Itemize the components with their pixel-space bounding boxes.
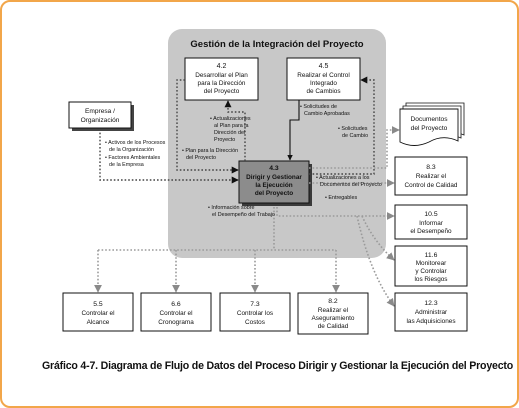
process-8-3-number: 8.3 — [426, 164, 436, 171]
label-activos-2: de la Organización — [109, 147, 154, 153]
process-4-2-line1: Desarrollar el Plan — [195, 72, 248, 79]
flow-to-12-3 — [356, 215, 395, 307]
label-sol-aprob-1: • Solicitudes de — [300, 104, 337, 110]
process-4-3-box[interactable]: 4.3 Dirigir y Gestionar la Ejecución del… — [238, 160, 312, 206]
enterprise-line2: Organización — [81, 117, 120, 124]
process-7-3-line1: Controlar los — [237, 310, 273, 317]
process-4-2-line3: del Proyecto — [204, 88, 240, 95]
label-act-plan-3: Dirección del — [214, 130, 245, 136]
label-entregables: • Entregables — [325, 195, 357, 201]
process-6-6-number: 6.6 — [171, 301, 181, 308]
flow-4-3-to-4-5 — [309, 76, 375, 175]
process-8-3-line2: Control de Calidad — [405, 182, 458, 189]
process-12-3-line1: Administrar — [415, 309, 448, 316]
process-4-2-line2: para la Dirección — [198, 80, 246, 87]
process-8-2-box[interactable]: 8.2 Realizar el Aseguramiento de Calidad — [297, 292, 369, 335]
process-8-2-line2: Aseguramiento — [312, 315, 355, 322]
process-6-6-line2: Cronograma — [158, 319, 194, 326]
process-8-2-line3: de Calidad — [318, 323, 349, 330]
label-info-1: • Información sobre — [208, 205, 255, 211]
process-8-3-box[interactable]: 8.3 Realizar el Control de Calidad — [394, 156, 468, 196]
label-sol-aprob-2: Cambio Aprobadas — [304, 111, 350, 117]
process-11-6-line3: los Riesgos — [414, 276, 447, 283]
process-4-3-line1: Dirigir y Gestionar — [246, 174, 302, 181]
process-4-3-line3: del Proyecto — [255, 190, 293, 197]
process-7-3-box[interactable]: 7.3 Controlar los Costos — [219, 292, 291, 332]
process-8-2-line1: Realizar el — [318, 307, 348, 314]
process-5-5-number: 5.5 — [93, 301, 103, 308]
process-12-3-box[interactable]: 12.3 Administrar las Adquisiciones — [394, 292, 468, 332]
label-act-plan-2: al Plan para la — [214, 123, 248, 129]
flow-to-bottom-row — [98, 207, 336, 251]
flow-enterprise-to-4-3 — [99, 129, 239, 184]
process-11-6-number: 11.6 — [425, 252, 438, 259]
process-8-3-line1: Realizar el — [416, 173, 446, 180]
process-5-5-line1: Controlar el — [81, 310, 114, 317]
process-5-5-box[interactable]: 5.5 Controlar el Alcance — [62, 292, 134, 332]
process-4-2-number: 4.2 — [217, 63, 227, 70]
process-4-3-number: 4.3 — [269, 165, 279, 172]
process-6-6-box[interactable]: 6.6 Controlar el Cronograma — [140, 292, 212, 332]
label-act-plan-1: • Actualizaciones — [210, 116, 251, 122]
label-factores-2: de la Empresa — [109, 162, 144, 168]
label-plan-2: del Proyecto — [186, 155, 216, 161]
label-act-plan-4: Proyecto — [214, 137, 235, 143]
process-4-2-box[interactable]: 4.2 Desarrollar el Plan para la Direcció… — [184, 57, 259, 101]
enterprise-organization-box[interactable]: Empresa / Organización — [68, 101, 134, 131]
process-4-5-line3: de Cambios — [306, 88, 340, 95]
process-7-3-number: 7.3 — [250, 301, 260, 308]
process-4-5-line2: Integrado — [310, 80, 337, 87]
process-11-6-box[interactable]: 11.6 Monitorear y Controlar los Riesgos — [394, 245, 468, 287]
process-11-6-line2: y Controlar — [415, 268, 447, 275]
label-factores-1: • Factores Ambientales — [105, 155, 161, 161]
process-10-5-box[interactable]: 10.5 Informar el Desempeño — [394, 204, 468, 240]
process-12-3-line2: las Adquisiciones — [406, 318, 455, 325]
process-4-5-line1: Realizar el Control — [297, 72, 350, 79]
process-4-5-box[interactable]: 4.5 Realizar el Control Integrado de Cam… — [286, 57, 361, 101]
label-act-docs-2: Documentos del Proyecto — [320, 182, 382, 188]
process-7-3-line2: Costos — [245, 319, 265, 326]
project-documents-line1: Documentos — [410, 116, 448, 123]
process-10-5-line2: el Desempeño — [410, 228, 452, 235]
flow-to-11-6 — [361, 215, 395, 261]
process-12-3-number: 12.3 — [424, 300, 437, 307]
process-4-5-number: 4.5 — [319, 63, 329, 70]
flow-4-5-to-4-3 — [287, 100, 300, 161]
project-documents-line2: del Proyecto — [411, 125, 448, 132]
process-10-5-line1: Informar — [419, 220, 444, 227]
label-activos-1: • Activos de los Procesos — [105, 140, 166, 146]
label-info-2: el Desempeño del Trabajo — [212, 212, 275, 218]
label-sol-cambio-1: • Solicitudes — [338, 126, 368, 132]
process-10-5-number: 10.5 — [424, 211, 437, 218]
process-8-2-number: 8.2 — [328, 298, 338, 305]
process-4-3-line2: la Ejecución — [255, 182, 292, 189]
process-5-5-line2: Alcance — [87, 319, 110, 326]
label-plan-1: • Plan para la Dirección — [182, 148, 238, 154]
process-6-6-line1: Controlar el — [159, 310, 192, 317]
label-sol-cambio-2: de Cambio — [342, 133, 368, 139]
group-title: Gestión de la Integración del Proyecto — [190, 39, 363, 50]
process-11-6-line1: Monitorear — [416, 260, 447, 267]
figure-caption: Gráfico 4-7. Diagrama de Flujo de Datos … — [42, 360, 514, 372]
label-act-docs-1: • Actualizaciones a los — [316, 175, 370, 181]
enterprise-line1: Empresa / — [85, 108, 115, 115]
project-documents-icon[interactable]: Documentos del Proyecto — [399, 102, 465, 146]
flow-to-10-5 — [276, 207, 395, 220]
flow-plan-to-4-3 — [176, 79, 239, 174]
